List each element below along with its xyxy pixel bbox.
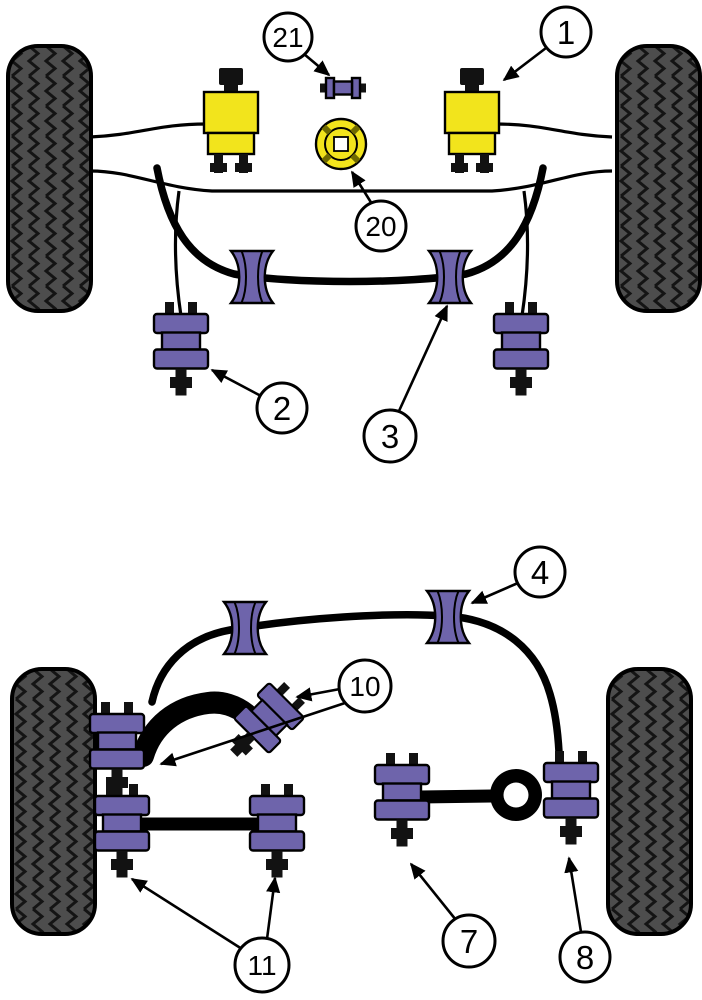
callout-21-number: 21: [272, 22, 303, 53]
arrow-to-part-11b: [265, 876, 281, 940]
callout-11-circle: [233, 936, 291, 994]
rear-left-tire: [10, 667, 97, 936]
arrow-to-part-10a: [295, 687, 341, 702]
lower-arm-bush-right-part-11: [248, 782, 306, 879]
arrow-to-part-11a: [130, 877, 243, 951]
callout-7-circle: [441, 913, 497, 969]
callout-8: 8: [558, 930, 612, 984]
arrow-to-part-20: [350, 170, 374, 205]
callout-2-number: 2: [273, 390, 291, 427]
arrow-to-part-8: [564, 856, 583, 933]
callout-8-number: 8: [576, 939, 594, 976]
toe-arm-bush-outer-part-8: [542, 749, 600, 846]
callout-11-number: 11: [247, 950, 276, 981]
arrow-to-part-3: [397, 304, 449, 412]
toe-arm: [419, 789, 493, 804]
callout-4-circle: [513, 545, 567, 599]
callout-7: 7: [441, 913, 497, 969]
control-arm-bush-front-right: [492, 300, 550, 397]
rear-callout-arrows: [130, 581, 583, 951]
arrow-to-part-2: [210, 368, 262, 398]
toe-arm-bush-inner-part-7: [373, 751, 431, 848]
front-anti-roll-bar: [153, 164, 547, 286]
callout-3: 3: [362, 408, 418, 464]
engine-mount-left: [202, 66, 260, 175]
front-subframe-lines: [89, 122, 613, 317]
lower-arm-bush-left-part-11: [93, 782, 151, 879]
callout-10-number: 10: [349, 671, 380, 702]
callout-2-circle: [255, 381, 309, 435]
rear-suspension-section: 4 10 11 7 8: [10, 545, 693, 994]
small-bush-part-21: [318, 76, 368, 100]
control-arm-bush-front-left: [152, 300, 210, 397]
trailing-arm-bush-part-10: [215, 673, 314, 772]
arrow-to-part-21: [303, 53, 331, 77]
front-callout-arrows: [210, 46, 547, 412]
callout-10-circle: [337, 658, 393, 714]
front-right-tire: [615, 44, 702, 313]
callout-2: 2: [255, 381, 309, 435]
callout-3-number: 3: [381, 418, 399, 455]
callout-20: 20: [354, 199, 408, 253]
callout-3-circle: [362, 408, 418, 464]
callout-10: 10: [337, 658, 393, 714]
round-mount-part-20: [316, 119, 366, 169]
rear-anti-roll-bar: [148, 611, 563, 756]
callout-1-circle: [539, 5, 593, 59]
callout-1-number: 1: [557, 14, 575, 51]
callout-11: 11: [233, 936, 291, 994]
callout-8-circle: [558, 930, 612, 984]
front-left-tire: [6, 44, 93, 313]
arrow-to-part-4: [470, 581, 519, 605]
trailing-arm: [132, 691, 257, 767]
callout-4: 4: [513, 545, 567, 599]
callout-21: 21: [262, 11, 314, 63]
arrow-to-part-7: [409, 862, 458, 921]
engine-mount-right: [443, 66, 501, 175]
callout-4-number: 4: [531, 554, 549, 591]
callout-20-number: 20: [365, 211, 396, 242]
toe-arm-ring-hole: [503, 782, 529, 808]
callout-7-number: 7: [460, 923, 478, 960]
callout-20-circle: [354, 199, 408, 253]
arrow-to-part-1: [502, 46, 547, 82]
arrow-to-part-10b: [159, 701, 346, 767]
callout-1: 1: [539, 5, 593, 59]
front-mount-bush-rear-left: [88, 700, 146, 797]
rear-right-tire: [606, 667, 693, 936]
callout-21-circle: [262, 11, 314, 63]
front-suspension-section: 1 21 20 2 3: [6, 5, 702, 464]
